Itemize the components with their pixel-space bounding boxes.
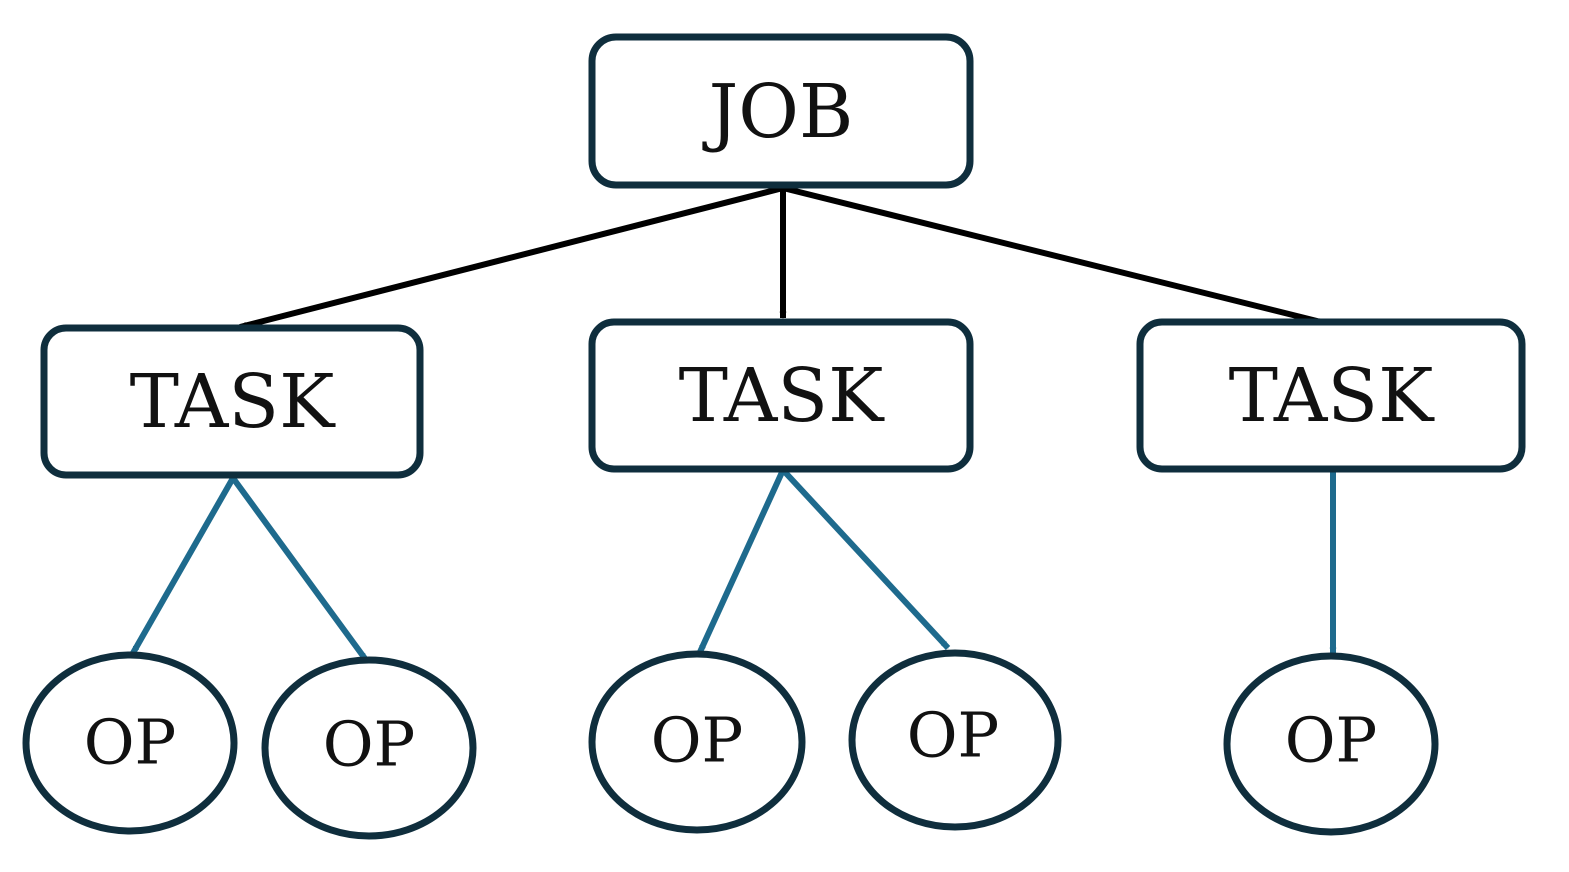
operation-node-2: OP bbox=[261, 656, 477, 840]
task-node-2: TASK bbox=[588, 318, 974, 473]
operation-node-5: OP bbox=[1223, 652, 1439, 836]
edge-task-1-op-2 bbox=[230, 476, 369, 662]
edge-job-task-1 bbox=[239, 185, 784, 330]
operation-label: OP bbox=[651, 704, 744, 777]
job-to-task-edges bbox=[239, 185, 1326, 330]
edge-task-2-op-4 bbox=[780, 467, 951, 651]
edge-task-1-op-1 bbox=[130, 476, 236, 655]
edge-task-2-op-3 bbox=[697, 468, 786, 654]
operation-node-4: OP bbox=[848, 649, 1062, 831]
job-node: JOB bbox=[588, 33, 974, 189]
task-label: TASK bbox=[130, 359, 336, 445]
operation-node-1: OP bbox=[22, 651, 238, 835]
edge-job-task-3 bbox=[782, 185, 1326, 326]
task-label: TASK bbox=[679, 353, 885, 439]
operation-label: OP bbox=[84, 706, 177, 779]
operation-label: OP bbox=[323, 708, 416, 781]
task-to-operation-edges bbox=[130, 467, 1337, 662]
task-label: TASK bbox=[1229, 353, 1435, 439]
task-node-1: TASK bbox=[40, 324, 424, 479]
operation-label: OP bbox=[907, 699, 1000, 772]
operation-label: OP bbox=[1285, 704, 1378, 777]
operation-node-3: OP bbox=[588, 650, 806, 834]
task-node-3: TASK bbox=[1136, 318, 1526, 473]
job-label: JOB bbox=[702, 69, 854, 155]
